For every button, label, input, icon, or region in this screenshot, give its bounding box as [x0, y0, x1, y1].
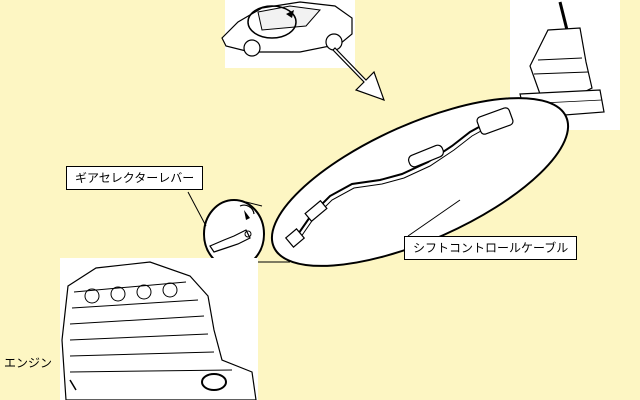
- connector-line-top: [245, 201, 263, 207]
- shift-cable-illustration: [270, 97, 570, 267]
- selector-lever-illustration: [203, 199, 265, 269]
- arrow-car-to-shifter: [332, 47, 385, 101]
- leader-lever: [187, 191, 207, 227]
- label-shift-control-cable: シフトコントロールケーブル: [404, 236, 578, 260]
- car-illustration: [221, 0, 355, 68]
- label-gear-selector-lever: ギアセレクターレバー: [66, 166, 204, 190]
- leader-cable: [407, 199, 461, 237]
- label-engine: エンジン: [4, 356, 53, 370]
- engine-illustration: [60, 258, 258, 400]
